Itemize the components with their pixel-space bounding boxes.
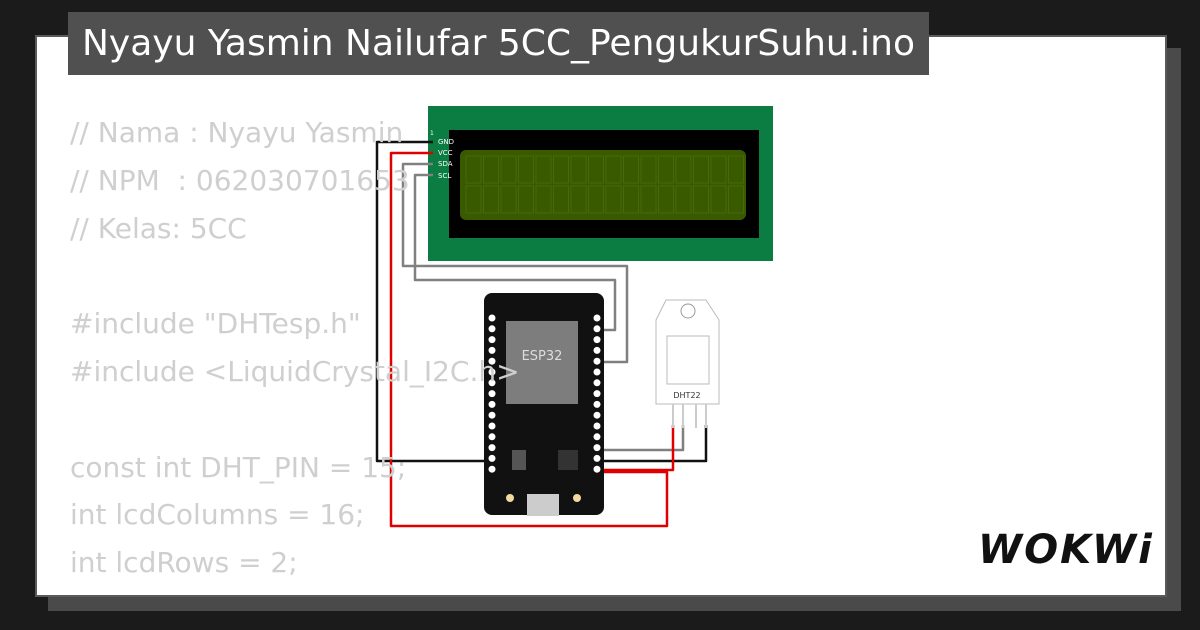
- lcd-pin-gnd: GND: [438, 138, 454, 146]
- lcd-cell: [623, 185, 639, 214]
- lcd-cell: [535, 185, 552, 214]
- lcd-pin-sda: SDA: [438, 160, 453, 168]
- esp32-board: ESP32: [484, 293, 604, 516]
- esp32-pin: [593, 368, 601, 376]
- esp32-pin: [488, 465, 496, 473]
- lcd-cell: [588, 185, 604, 214]
- lcd-cell: [535, 155, 552, 184]
- lcd-cell: [675, 155, 692, 184]
- esp32-pin: [593, 346, 601, 354]
- lcd-cell: [553, 155, 569, 184]
- lcd-cell: [640, 185, 657, 214]
- lcd-cell: [553, 185, 569, 214]
- esp32-pin: [488, 368, 496, 376]
- esp32-pin: [488, 346, 496, 354]
- lcd-cell: [605, 155, 622, 184]
- esp32-pin: [488, 433, 496, 441]
- lcd-cell: [588, 155, 604, 184]
- esp32-pin: [593, 454, 601, 462]
- esp32-pin: [593, 465, 601, 473]
- esp32-pin: [593, 325, 601, 333]
- esp32-pin: [488, 422, 496, 430]
- lcd-cell: [710, 185, 727, 214]
- lcd-cell: [623, 155, 639, 184]
- lcd-pin-scl: SCL: [438, 172, 451, 180]
- lcd-cell: [675, 185, 692, 214]
- esp32-pin: [593, 336, 601, 344]
- lcd-cell: [693, 155, 709, 184]
- lcd-cell: [570, 185, 587, 214]
- wire-dht-vcc: [598, 425, 675, 472]
- lcd-cell: [500, 185, 517, 214]
- lcd-cell: [640, 155, 657, 184]
- esp32-pin: [593, 422, 601, 430]
- esp32-pin: [593, 411, 601, 419]
- esp32-pin: [488, 379, 496, 387]
- wire-dht-gnd: [598, 425, 708, 463]
- esp32-pin: [488, 390, 496, 398]
- lcd-cell: [605, 185, 622, 214]
- lcd-cell: [658, 185, 674, 214]
- esp32-pin: [488, 400, 496, 408]
- esp32-pin: [593, 314, 601, 322]
- lcd-display: 1 GND VCC SDA SCL: [428, 106, 773, 261]
- lcd-cell: [728, 155, 744, 184]
- esp32-pin: [593, 379, 601, 387]
- esp32-pin: [593, 433, 601, 441]
- lcd-cell: [693, 185, 709, 214]
- lcd-cell: [728, 185, 744, 214]
- esp32-pin: [593, 357, 601, 365]
- dht22-label: DHT22: [673, 391, 700, 400]
- esp32-label: ESP32: [522, 349, 563, 364]
- wire-dht-data: [598, 425, 685, 452]
- esp32-pin: [488, 454, 496, 462]
- lcd-cell: [570, 155, 587, 184]
- esp32-pin: [488, 411, 496, 419]
- wire-vcc: [389, 151, 669, 528]
- wokwi-logo: WOKWi: [978, 527, 1154, 573]
- lcd-cell: [483, 155, 499, 184]
- esp32-pin: [593, 400, 601, 408]
- dht22-sensor: DHT22: [655, 299, 720, 428]
- esp32-pin: [488, 336, 496, 344]
- wire-sda: [401, 162, 629, 364]
- wire-gnd: [375, 140, 488, 463]
- esp32-pin: [593, 390, 601, 398]
- esp32-pin: [488, 444, 496, 452]
- lcd-cell: [483, 185, 499, 214]
- lcd-cell: [710, 155, 727, 184]
- esp32-pin: [488, 314, 496, 322]
- lcd-cell: [465, 155, 482, 184]
- esp32-pin: [593, 444, 601, 452]
- lcd-cell: [465, 185, 482, 214]
- lcd-cell: [518, 185, 534, 214]
- lcd-cell: [500, 155, 517, 184]
- esp32-pin: [488, 325, 496, 333]
- esp32-pin: [488, 357, 496, 365]
- project-title: Nyayu Yasmin Nailufar 5CC_PengukurSuhu.i…: [68, 12, 930, 75]
- lcd-cell: [518, 155, 534, 184]
- lcd-pin-vcc: VCC: [438, 149, 453, 157]
- lcd-pin1-label: 1: [430, 130, 434, 137]
- wire-scl: [413, 173, 617, 332]
- lcd-cell: [658, 155, 674, 184]
